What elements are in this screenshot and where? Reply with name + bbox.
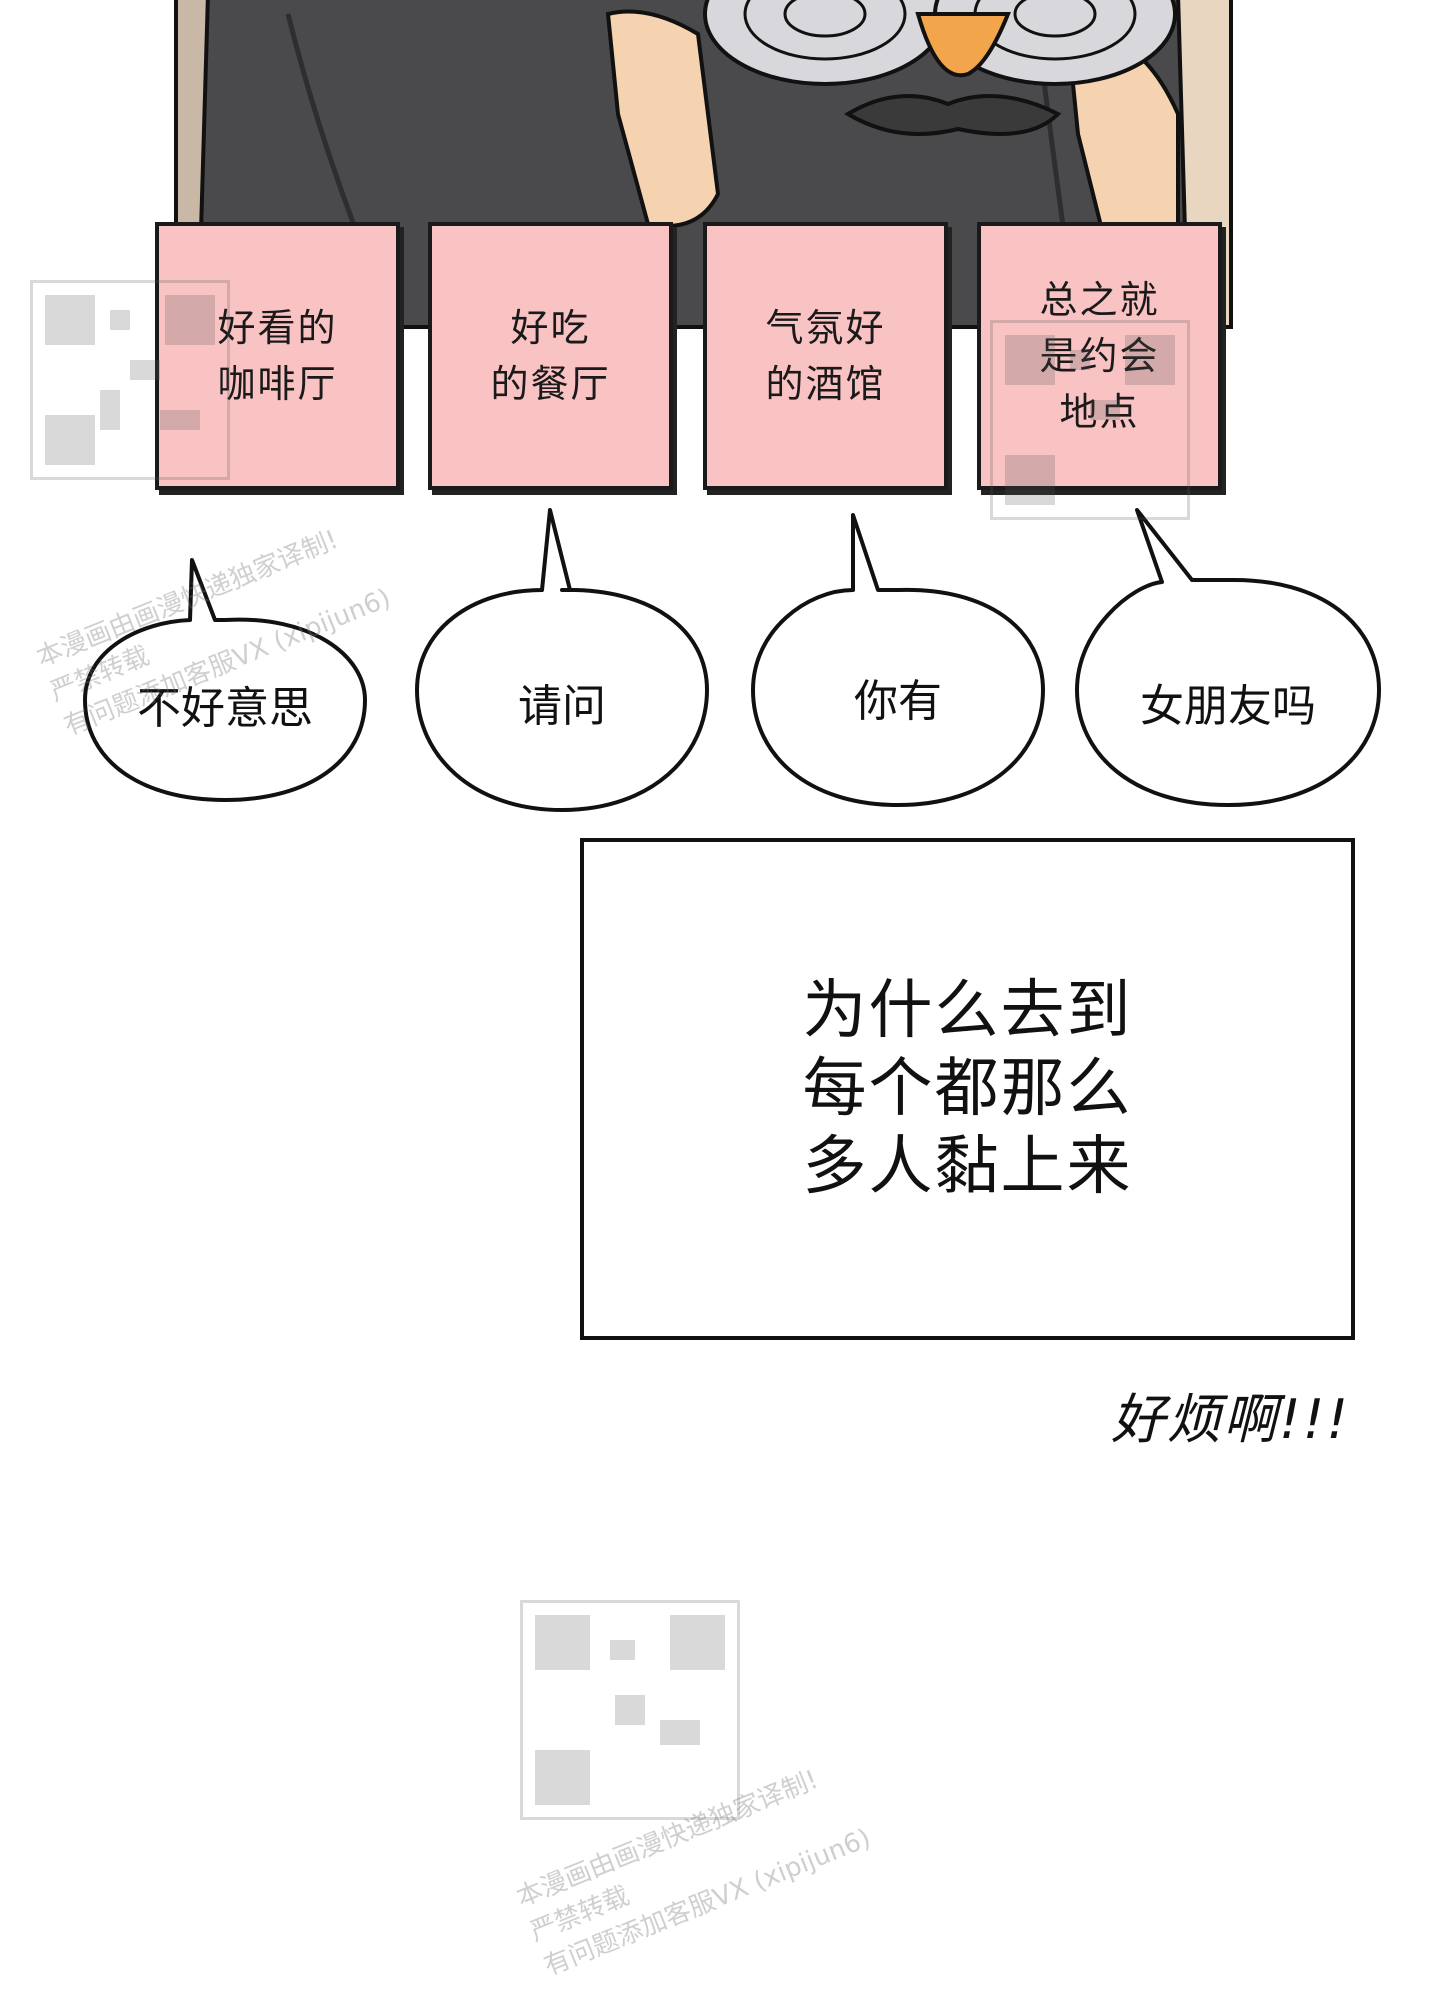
bubble-text: 你有 [854,676,942,727]
note-text: 好看的 咖啡厅 [217,306,338,406]
qr-watermark-bottom [517,1597,743,1824]
bubble-text: 请问 [518,681,606,732]
qr-watermark-right [987,317,1193,524]
bubble-text: 不好意思 [137,683,313,734]
comic-panel-top [174,0,1233,329]
narration-text: 为什么去到 每个都那么 多人黏上来 [802,974,1133,1204]
qr-code-icon [517,1597,743,1823]
sfx-text: 好烦啊!!! [1111,1388,1350,1451]
speech-bubble-2: 请问 [412,508,712,815]
qr-code-icon [987,317,1193,523]
speech-bubble-4: 女朋友吗 [1072,508,1384,810]
note-text: 总之就 是约会 地点 [1039,278,1160,434]
sticky-note-restaurant: 好吃 的餐厅 [428,222,673,490]
sticky-note-bar: 气氛好 的酒馆 [703,222,948,490]
speech-bubble-3: 你有 [748,513,1048,810]
qr-watermark-top [27,277,233,484]
qr-code-icon [27,277,233,483]
narration-box: 为什么去到 每个都那么 多人黏上来 [580,838,1355,1340]
sticky-note-cafe: 好看的 咖啡厅 [155,222,400,490]
speech-bubble-1: 不好意思 [80,558,370,810]
bubble-text: 女朋友吗 [1140,681,1316,732]
note-text: 气氛好 的酒馆 [765,306,886,406]
character-illustration [178,0,1229,325]
sticky-note-date-spot: 总之就 是约会 地点 [977,222,1222,490]
note-text: 好吃 的餐厅 [490,306,611,406]
